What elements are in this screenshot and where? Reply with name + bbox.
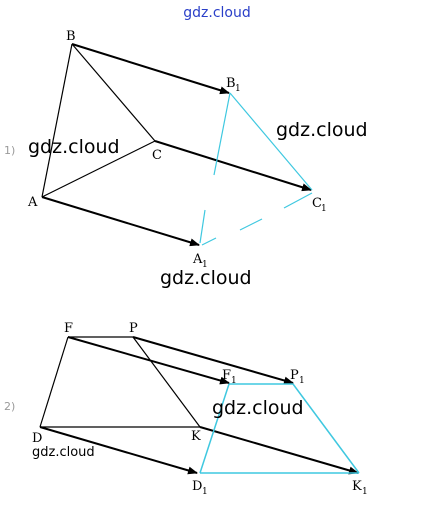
label-k: K [191, 429, 201, 444]
label-a1: A [192, 252, 203, 267]
label-f1: F [222, 368, 231, 383]
label-p: P [129, 321, 138, 336]
watermark-fig2-small: gdz.cloud [32, 445, 95, 460]
top-watermark: gdz.cloud [183, 5, 250, 21]
image-segment-a1b1-lower [199, 209, 206, 244]
label-f1-subscript: 1 [231, 376, 237, 386]
vector-ff1 [67, 336, 230, 385]
label-d: D [32, 431, 42, 446]
figure-1-number: 1) [4, 144, 15, 157]
vector-kk1 [199, 426, 359, 475]
label-b: B [66, 29, 76, 44]
image-segment-f1d1 [199, 383, 230, 474]
label-d1: D [192, 479, 202, 494]
watermark-fig1-right: gdz.cloud [276, 119, 368, 141]
label-f: F [64, 321, 73, 336]
figure-1: 1) B B 1 C C 1 A A 1 gdz.cloud gdz.cloud… [4, 29, 368, 289]
label-c1: C [312, 196, 322, 211]
label-k1: K [352, 479, 362, 494]
label-k1-subscript: 1 [362, 487, 368, 497]
segment-ab [41, 43, 73, 198]
vector-aa1 [41, 196, 200, 247]
vector-cc1 [154, 140, 312, 192]
image-segment-p1k1 [292, 383, 360, 474]
figure-2-number: 2) [4, 400, 15, 413]
label-p1-subscript: 1 [299, 376, 305, 386]
segment-fd [39, 336, 69, 428]
label-p1: P [290, 368, 299, 383]
segment-ac [41, 140, 156, 198]
label-c1-subscript: 1 [321, 204, 327, 214]
image-segment-a1c1-right [283, 192, 313, 209]
label-b1-subscript: 1 [235, 84, 241, 94]
label-c: C [152, 148, 162, 163]
image-segment-a1c1-mid [239, 218, 263, 231]
image-segment-a1c1-left [201, 237, 217, 246]
segment-bc [71, 43, 156, 142]
label-d1-subscript: 1 [202, 487, 208, 497]
image-segment-b1c1 [229, 92, 313, 191]
vector-bb1 [71, 43, 230, 95]
label-b1: B [226, 76, 236, 91]
image-segment-a1b1-upper [213, 92, 231, 176]
segment-pk [132, 336, 201, 428]
watermark-fig2-center: gdz.cloud [212, 397, 304, 419]
label-a1-subscript: 1 [202, 260, 208, 270]
watermark-fig1-left: gdz.cloud [28, 136, 120, 158]
label-a: A [27, 195, 38, 210]
vector-pp1 [132, 336, 294, 385]
vector-dd1 [39, 426, 198, 475]
watermark-fig1-bottom: gdz.cloud [160, 267, 252, 289]
figure-2: 2) F P F 1 P 1 D K D 1 K 1 gdz.cloud gdz… [4, 321, 368, 497]
